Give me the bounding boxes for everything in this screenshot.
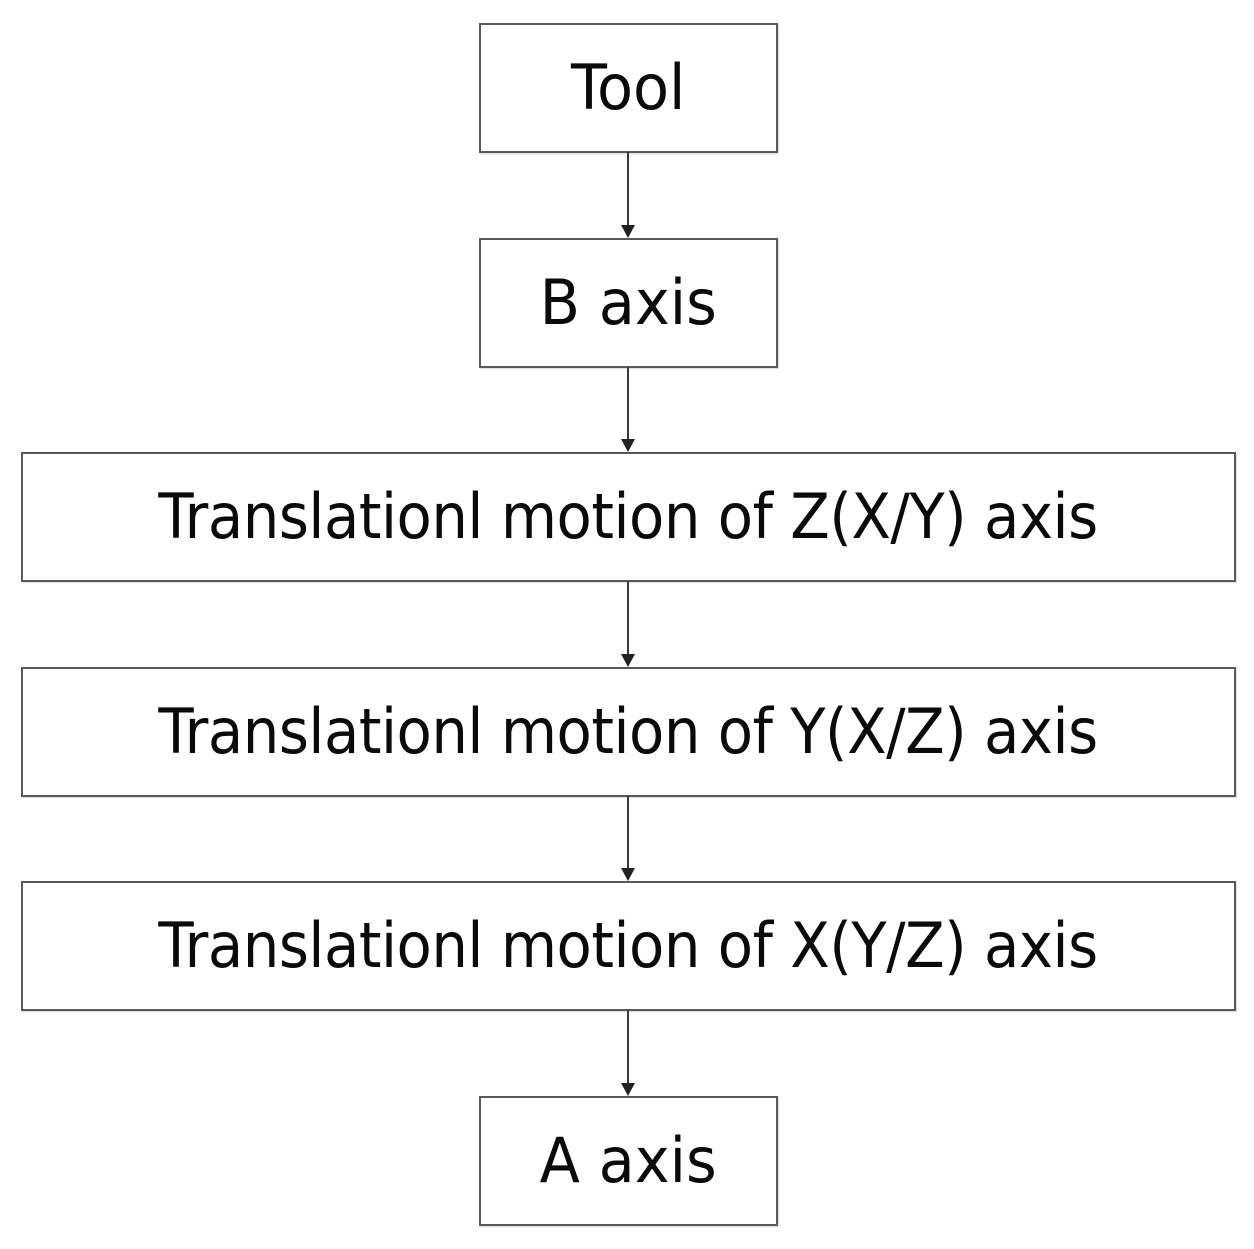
node-label: Translationl motion of X(Y/Z) axis — [158, 909, 1099, 982]
edge-tool-to-b-axis — [627, 152, 629, 226]
edge-y-to-x-translation — [627, 796, 629, 869]
arrow-down-icon — [621, 1083, 635, 1096]
edge-z-to-y-translation — [627, 581, 629, 655]
node-a-axis: A axis — [479, 1096, 778, 1226]
node-x-translation: Translationl motion of X(Y/Z) axis — [21, 881, 1236, 1011]
node-label: Translationl motion of Y(X/Z) axis — [158, 695, 1099, 768]
node-label: B axis — [539, 266, 718, 339]
node-tool: Tool — [479, 23, 778, 153]
node-b-axis: B axis — [479, 238, 778, 368]
arrow-down-icon — [621, 654, 635, 667]
node-label: Translationl motion of Z(X/Y) axis — [158, 480, 1099, 553]
edge-b-axis-to-z-translation — [627, 367, 629, 440]
arrow-down-icon — [621, 439, 635, 452]
node-y-translation: Translationl motion of Y(X/Z) axis — [21, 667, 1236, 797]
arrow-down-icon — [621, 225, 635, 238]
node-label: Tool — [571, 51, 686, 124]
node-label: A axis — [539, 1124, 718, 1197]
arrow-down-icon — [621, 868, 635, 881]
node-z-translation: Translationl motion of Z(X/Y) axis — [21, 452, 1236, 582]
edge-x-translation-to-a-axis — [627, 1010, 629, 1084]
